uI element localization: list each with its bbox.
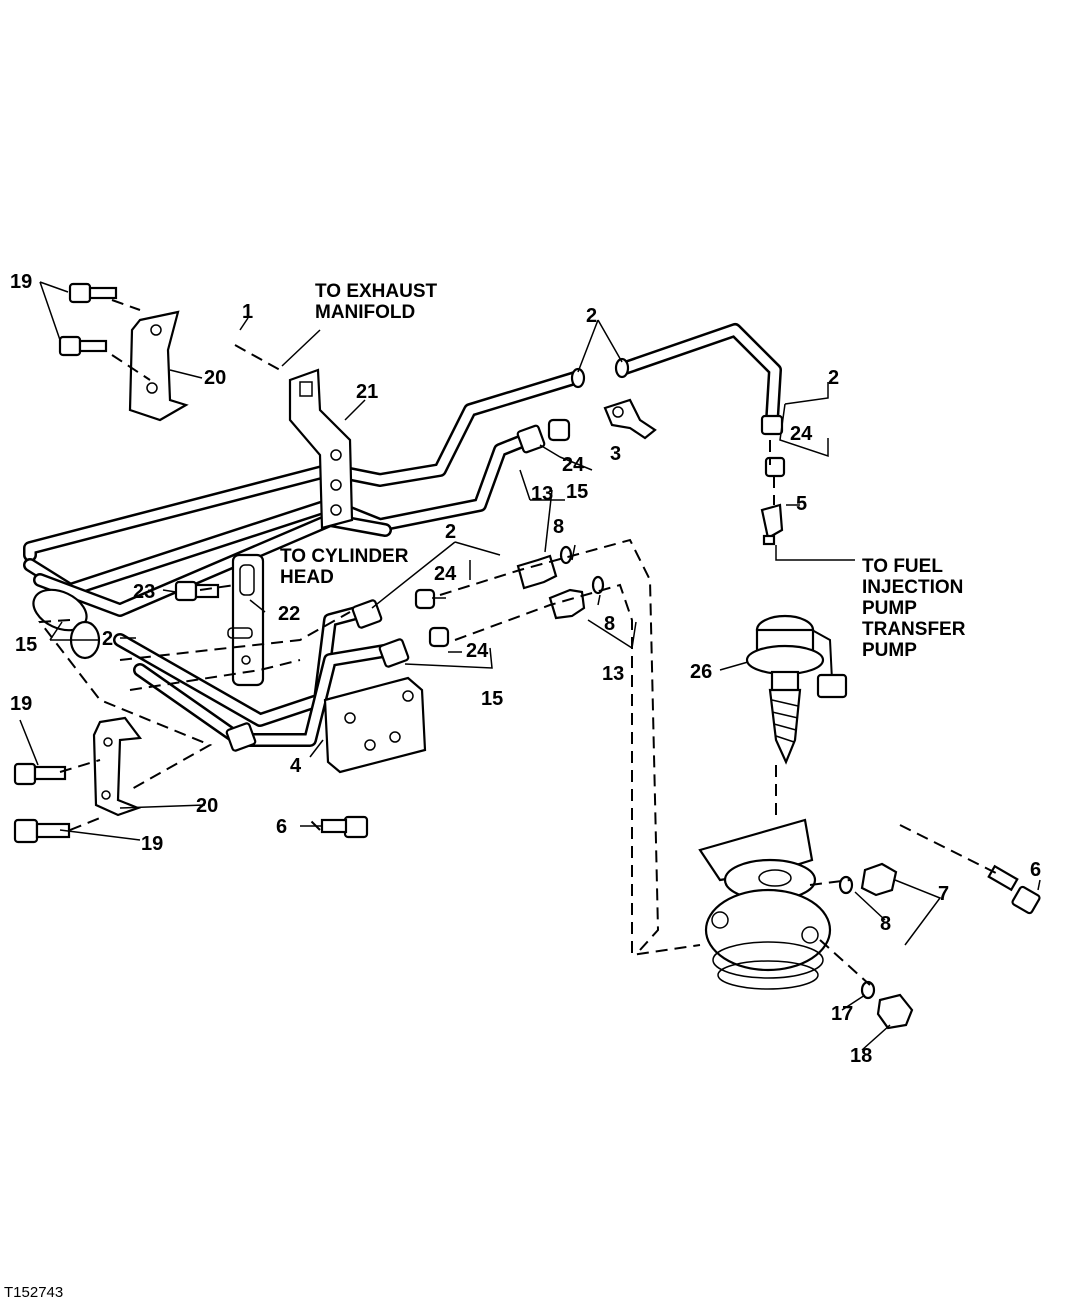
callout-4: 4 bbox=[290, 755, 302, 777]
callout-20: 20 bbox=[196, 795, 218, 817]
callout-13: 13 bbox=[531, 483, 553, 505]
callout-6: 6 bbox=[276, 816, 287, 838]
assembly-lines bbox=[38, 299, 1001, 986]
callout-15: 15 bbox=[15, 634, 37, 656]
bracket-21 bbox=[288, 368, 354, 530]
fuel-line-rear bbox=[33, 513, 392, 617]
bracket-20-upper bbox=[128, 310, 189, 422]
callout-6: 6 bbox=[1030, 859, 1041, 881]
callout-24: 24 bbox=[562, 454, 585, 476]
note-cylinder-line1: TO CYLINDER bbox=[280, 546, 409, 567]
callout-24: 24 bbox=[466, 640, 489, 662]
fitting-7 bbox=[860, 862, 898, 897]
fuel-line-upper-right bbox=[618, 323, 782, 427]
callout-23: 23 bbox=[133, 581, 155, 603]
fuel-line-lower-b bbox=[133, 643, 397, 747]
callout-2: 2 bbox=[828, 367, 839, 389]
callout-24: 24 bbox=[434, 563, 457, 585]
fuel-line-main-upper bbox=[23, 371, 582, 562]
note-exhaust-line2: MANIFOLD bbox=[315, 302, 415, 323]
note-fuel-line4: TRANSFER bbox=[862, 619, 966, 640]
transfer-pump bbox=[698, 818, 832, 990]
callout-5: 5 bbox=[796, 493, 807, 515]
callout-1: 1 bbox=[242, 301, 253, 323]
plate-4 bbox=[323, 676, 427, 774]
callout-20: 20 bbox=[204, 367, 226, 389]
note-fuel-line5: PUMP bbox=[862, 640, 917, 661]
callout-22: 22 bbox=[278, 603, 300, 625]
callout-numbers: 19 1 20 21 2 2 24 24 3 15 13 5 8 2 24 23… bbox=[10, 271, 1041, 1067]
callout-13: 13 bbox=[602, 663, 624, 685]
callout-2: 2 bbox=[586, 305, 597, 327]
note-fuel-line1: TO FUEL bbox=[862, 556, 943, 577]
callout-19: 19 bbox=[10, 271, 32, 293]
fitting-18 bbox=[876, 993, 914, 1030]
callout-8: 8 bbox=[880, 913, 891, 935]
callout-19: 19 bbox=[141, 833, 163, 855]
note-exhaust-line1: TO EXHAUST bbox=[315, 281, 438, 302]
callout-26: 26 bbox=[690, 661, 712, 683]
nuts-and-fittings bbox=[414, 418, 876, 1000]
sender-26 bbox=[745, 614, 848, 765]
note-fuel-line3: PUMP bbox=[862, 598, 917, 619]
callout-18: 18 bbox=[850, 1045, 872, 1067]
plate-22 bbox=[227, 553, 265, 687]
callout-15: 15 bbox=[481, 688, 503, 710]
callout-8: 8 bbox=[553, 516, 564, 538]
callout-8: 8 bbox=[604, 613, 615, 635]
callout-7: 7 bbox=[938, 883, 949, 905]
note-cylinder-line2: HEAD bbox=[280, 567, 334, 588]
callout-2: 2 bbox=[445, 521, 456, 543]
callout-2: 2 bbox=[102, 628, 113, 650]
callout-19: 19 bbox=[10, 693, 32, 715]
clamp-3 bbox=[603, 398, 657, 440]
note-fuel-line2: INJECTION bbox=[862, 577, 963, 598]
text-notes: TO EXHAUST MANIFOLD TO CYLINDER HEAD TO … bbox=[280, 281, 966, 661]
callout-17: 17 bbox=[831, 1003, 853, 1025]
figure-id: T152743 bbox=[4, 1284, 63, 1301]
callout-21: 21 bbox=[356, 381, 378, 403]
callout-15: 15 bbox=[566, 481, 588, 503]
callout-3: 3 bbox=[610, 443, 621, 465]
leader-lines bbox=[19, 281, 1041, 1051]
bracket-20-lower bbox=[92, 716, 143, 817]
callout-24: 24 bbox=[790, 423, 813, 445]
